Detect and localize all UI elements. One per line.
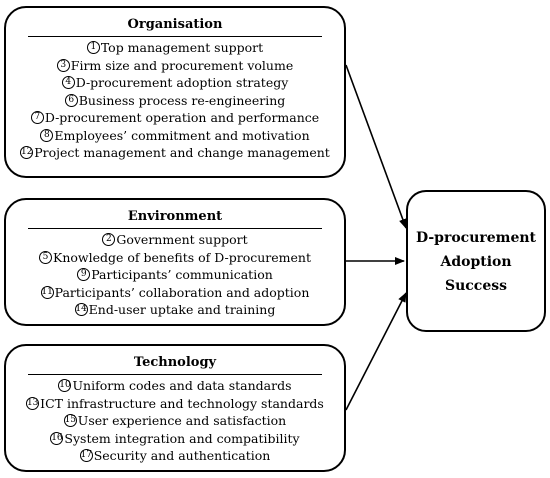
factor-label: Uniform codes and data standards [72, 378, 292, 393]
factor-number: 17 [79, 449, 93, 463]
factor-label: Government support [116, 232, 248, 247]
factor-label: System integration and compatibility [64, 430, 300, 446]
factor-number: 14 [74, 303, 88, 317]
factor-number: 10 [58, 379, 72, 393]
technology-title: Technology [133, 355, 217, 370]
organisation-title: Organisation [127, 17, 223, 32]
factor-number: 13 [26, 396, 40, 410]
outcome-line: Success [444, 278, 507, 294]
outcome-text: D-procurement Adoption Success [408, 226, 544, 298]
factor-label: D-procurement adoption strategy [75, 75, 289, 90]
factor-number: 11 [40, 285, 54, 299]
factor-number: 1 [86, 41, 100, 55]
factor-label: End-user uptake and training [88, 302, 276, 317]
outcome-box: D-procurement Adoption Success [406, 190, 546, 332]
environment-title-rule [28, 228, 322, 229]
factor-number: 3 [56, 58, 70, 72]
technology-to-outcome-arrow [345, 292, 407, 411]
outcome-line: Adoption [440, 254, 512, 270]
factor-number: 16 [50, 431, 64, 445]
factor-label: Firm size and procurement volume [70, 57, 294, 73]
factor-number: 6 [64, 93, 78, 107]
factor-label: Participants’ collaboration and adoption [54, 284, 310, 300]
factor-number: 15 [63, 414, 77, 428]
factor-label: ICT infrastructure and technology standa… [40, 395, 324, 411]
technology-title-rule [28, 374, 322, 375]
factor-number: 12 [20, 146, 34, 160]
factor-number: 7 [30, 111, 44, 125]
factor-label: Participants’ communication [91, 267, 273, 282]
factor-number: 9 [77, 268, 91, 282]
factor-number: 4 [61, 76, 75, 90]
factor-label: User experience and satisfaction [77, 413, 287, 428]
factor-label: Knowledge of benefits of D-procurement [53, 249, 311, 265]
organisation-title-rule [28, 36, 322, 37]
outcome-line: D-procurement [415, 230, 537, 246]
factor-label: Top management support [100, 40, 264, 55]
factor-number: 5 [39, 250, 53, 264]
factor-label: Security and authentication [93, 448, 271, 463]
organisation-to-outcome-arrow [345, 64, 407, 229]
factor-number: 8 [40, 128, 54, 142]
factor-label: Project management and change management [34, 145, 330, 160]
factor-label: Business process re-engineering [78, 92, 286, 108]
factor-number: 2 [102, 233, 116, 247]
factor-label: D-procurement operation and performance [44, 110, 320, 125]
environment-title: Environment [127, 209, 223, 224]
factor-label: Employees’ commitment and motivation [54, 127, 310, 143]
